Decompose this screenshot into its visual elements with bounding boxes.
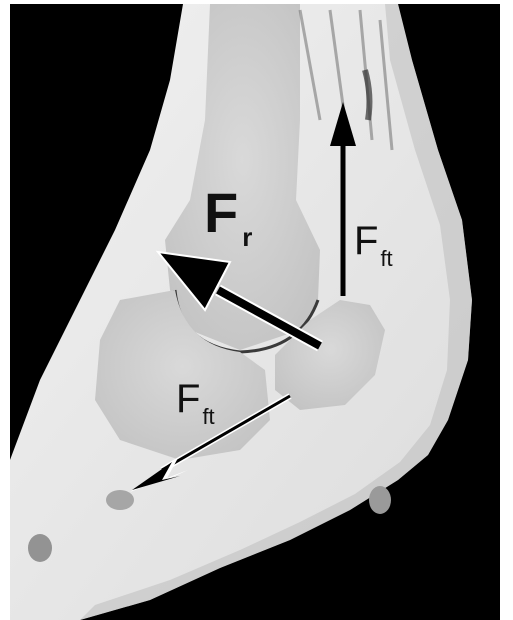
label-tendon-force-lower-sub: ft — [202, 404, 214, 429]
tissue-detail — [106, 490, 134, 510]
tissue-detail — [28, 534, 52, 562]
frame-right — [500, 0, 513, 620]
frame-top — [0, 0, 513, 4]
label-resultant-force-main: F — [204, 181, 238, 244]
label-resultant-force-sub: r — [242, 222, 252, 252]
label-tendon-force-upper-sub: ft — [380, 246, 392, 271]
frame-left — [0, 0, 10, 620]
label-tendon-force-upper-main: F — [354, 219, 378, 263]
label-tendon-force-lower-main: F — [176, 377, 200, 421]
nodule — [369, 486, 391, 514]
